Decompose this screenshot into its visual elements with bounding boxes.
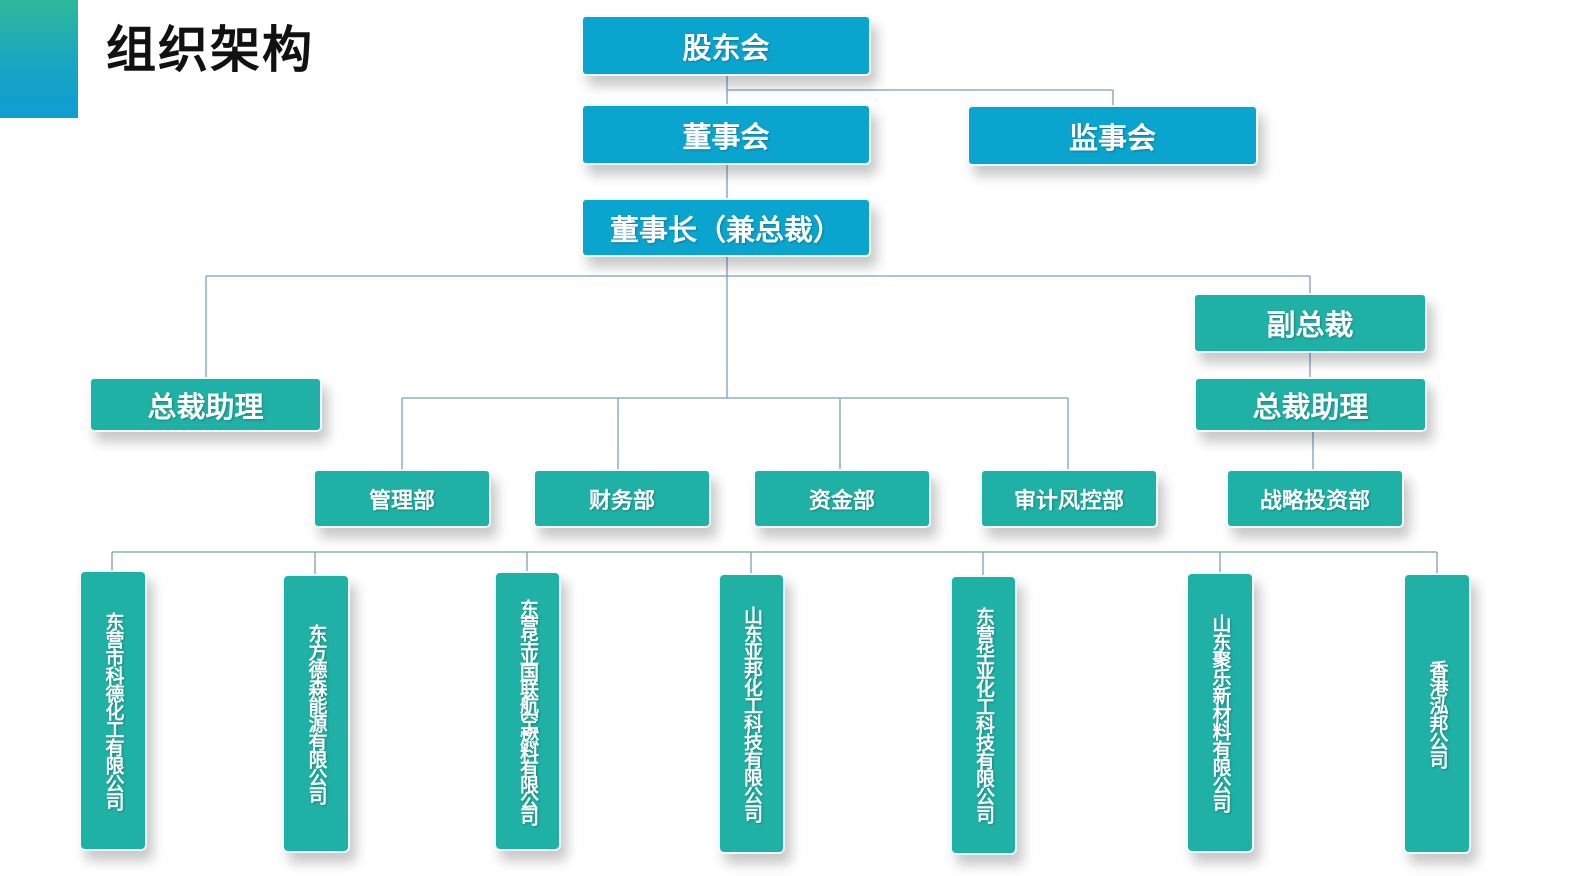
subsidiary-box: 山东亚邦化工科技有限公司	[718, 573, 785, 854]
subsidiary-box: 山东聚乐新材料有限公司	[1186, 572, 1254, 853]
subsidiary-box: 东营华亚化工科技有限公司	[950, 575, 1017, 855]
department-box: 资金部	[753, 469, 931, 528]
vice-president-box: 副总裁	[1193, 293, 1427, 353]
shareholders-meeting-box: 股东会	[581, 15, 871, 76]
board-of-supervisors-box: 监事会	[967, 105, 1258, 166]
assistant-president-left-box: 总裁助理	[89, 377, 322, 432]
department-box: 审计风控部	[980, 469, 1158, 528]
assistant-president-right-box: 总裁助理	[1194, 377, 1427, 432]
subsidiary-box: 香港泓邦公司	[1403, 573, 1471, 854]
subsidiary-box: 东营市科德化工有限公司	[79, 570, 147, 851]
title-accent-block	[0, 0, 78, 118]
page-title: 组织架构	[106, 21, 314, 79]
board-of-directors-box: 董事会	[581, 104, 871, 165]
subsidiary-box: 东方德森能源有限公司	[282, 574, 350, 853]
chairman-box: 董事长（兼总裁）	[581, 198, 871, 257]
department-box: 管理部	[313, 469, 491, 528]
department-box: 财务部	[533, 469, 711, 528]
subsidiary-box: 东营华亚国联航空燃料有限公司	[494, 571, 561, 851]
department-box: 战略投资部	[1226, 469, 1404, 528]
